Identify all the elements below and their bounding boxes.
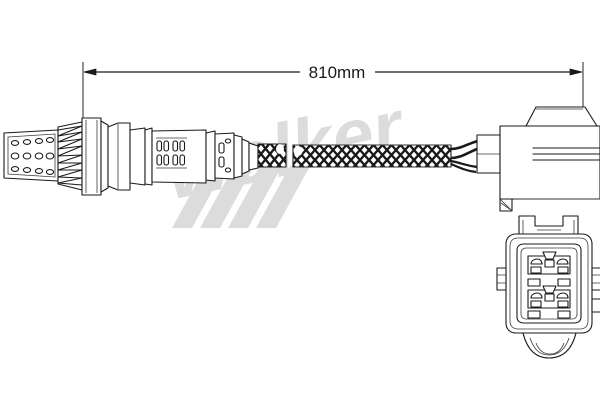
- cable-crimp: [248, 142, 259, 171]
- dimension-arrow-right: [569, 68, 583, 76]
- thread-profile: [57, 125, 83, 186]
- terminal-row-1: [527, 251, 571, 287]
- dimension-label: 810mm: [309, 63, 366, 82]
- terminal-row-2: [527, 285, 571, 319]
- hex-nut: [81, 117, 109, 196]
- braided-cable-segment-2: [292, 144, 452, 168]
- sensor-tip-shield: [3, 129, 59, 182]
- dimension-annotation: 810mm: [82, 62, 584, 185]
- threaded-section: [57, 121, 83, 191]
- shield-hole-grid: [10, 137, 55, 175]
- connector-face-detail: [496, 215, 600, 359]
- connector-rib-lines: [532, 147, 600, 161]
- connector-housing: [476, 106, 600, 212]
- sensor-body: [107, 122, 250, 191]
- braided-cable-segment-1: [257, 143, 287, 168]
- dimension-arrow-left: [83, 68, 97, 76]
- body-slot-details: [156, 137, 187, 169]
- collar-detail: [218, 138, 232, 173]
